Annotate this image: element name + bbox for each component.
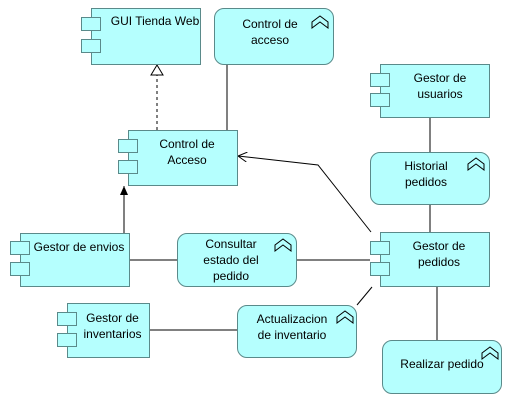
component-icon: [57, 333, 77, 347]
service-icon: [336, 310, 354, 324]
component-label: Gestor de pedidos: [412, 239, 466, 269]
service-icon: [274, 238, 292, 252]
service-label: Actualizacion de inventario: [256, 312, 328, 342]
service-realizar-pedido[interactable]: Realizar pedido: [382, 340, 502, 394]
service-icon: [481, 346, 499, 360]
component-label: Gestor de usuarios: [413, 71, 467, 101]
pedidos-to-access-connector: [238, 156, 372, 233]
component-control-acceso[interactable]: Control de Acceso: [128, 130, 238, 186]
component-gestor-envios[interactable]: Gestor de envios: [20, 233, 130, 287]
component-label: Gestor de inventarios: [83, 311, 142, 341]
component-icon: [81, 39, 101, 53]
service-control-de-acceso[interactable]: Control de acceso: [214, 8, 334, 65]
component-label: Control de Acceso: [159, 137, 215, 167]
component-icon: [57, 312, 77, 326]
component-label: Gestor de envios: [33, 240, 125, 254]
service-consultar-estado[interactable]: Consultar estado del pedido: [177, 233, 297, 287]
component-gui-tienda-web[interactable]: GUI Tienda Web: [91, 8, 201, 65]
realization-arrowhead: [150, 64, 164, 76]
component-icon: [81, 17, 101, 31]
service-label: Consultar estado del pedido: [203, 237, 259, 283]
component-label: GUI Tienda Web: [110, 14, 200, 28]
service-label: Control de acceso: [242, 17, 298, 47]
component-icon: [370, 241, 390, 255]
component-icon: [370, 93, 390, 107]
service-historial-pedidos[interactable]: Historial pedidos: [370, 152, 490, 205]
service-actualizacion-inventario[interactable]: Actualizacion de inventario: [237, 305, 357, 358]
service-icon: [311, 15, 329, 29]
component-icon: [10, 241, 30, 255]
service-label: Realizar pedido: [400, 357, 484, 371]
component-icon: [10, 262, 30, 276]
actualizacion-pedidos-connector: [356, 286, 373, 306]
service-label: Historial pedidos: [404, 159, 448, 189]
component-gestor-usuarios[interactable]: Gestor de usuarios: [380, 64, 490, 118]
component-icon: [370, 262, 390, 276]
component-icon: [118, 160, 138, 174]
service-icon: [467, 157, 485, 171]
component-gestor-pedidos[interactable]: Gestor de pedidos: [380, 232, 490, 287]
component-icon: [370, 73, 390, 87]
component-gestor-inventarios[interactable]: Gestor de inventarios: [67, 303, 150, 358]
component-icon: [118, 139, 138, 153]
